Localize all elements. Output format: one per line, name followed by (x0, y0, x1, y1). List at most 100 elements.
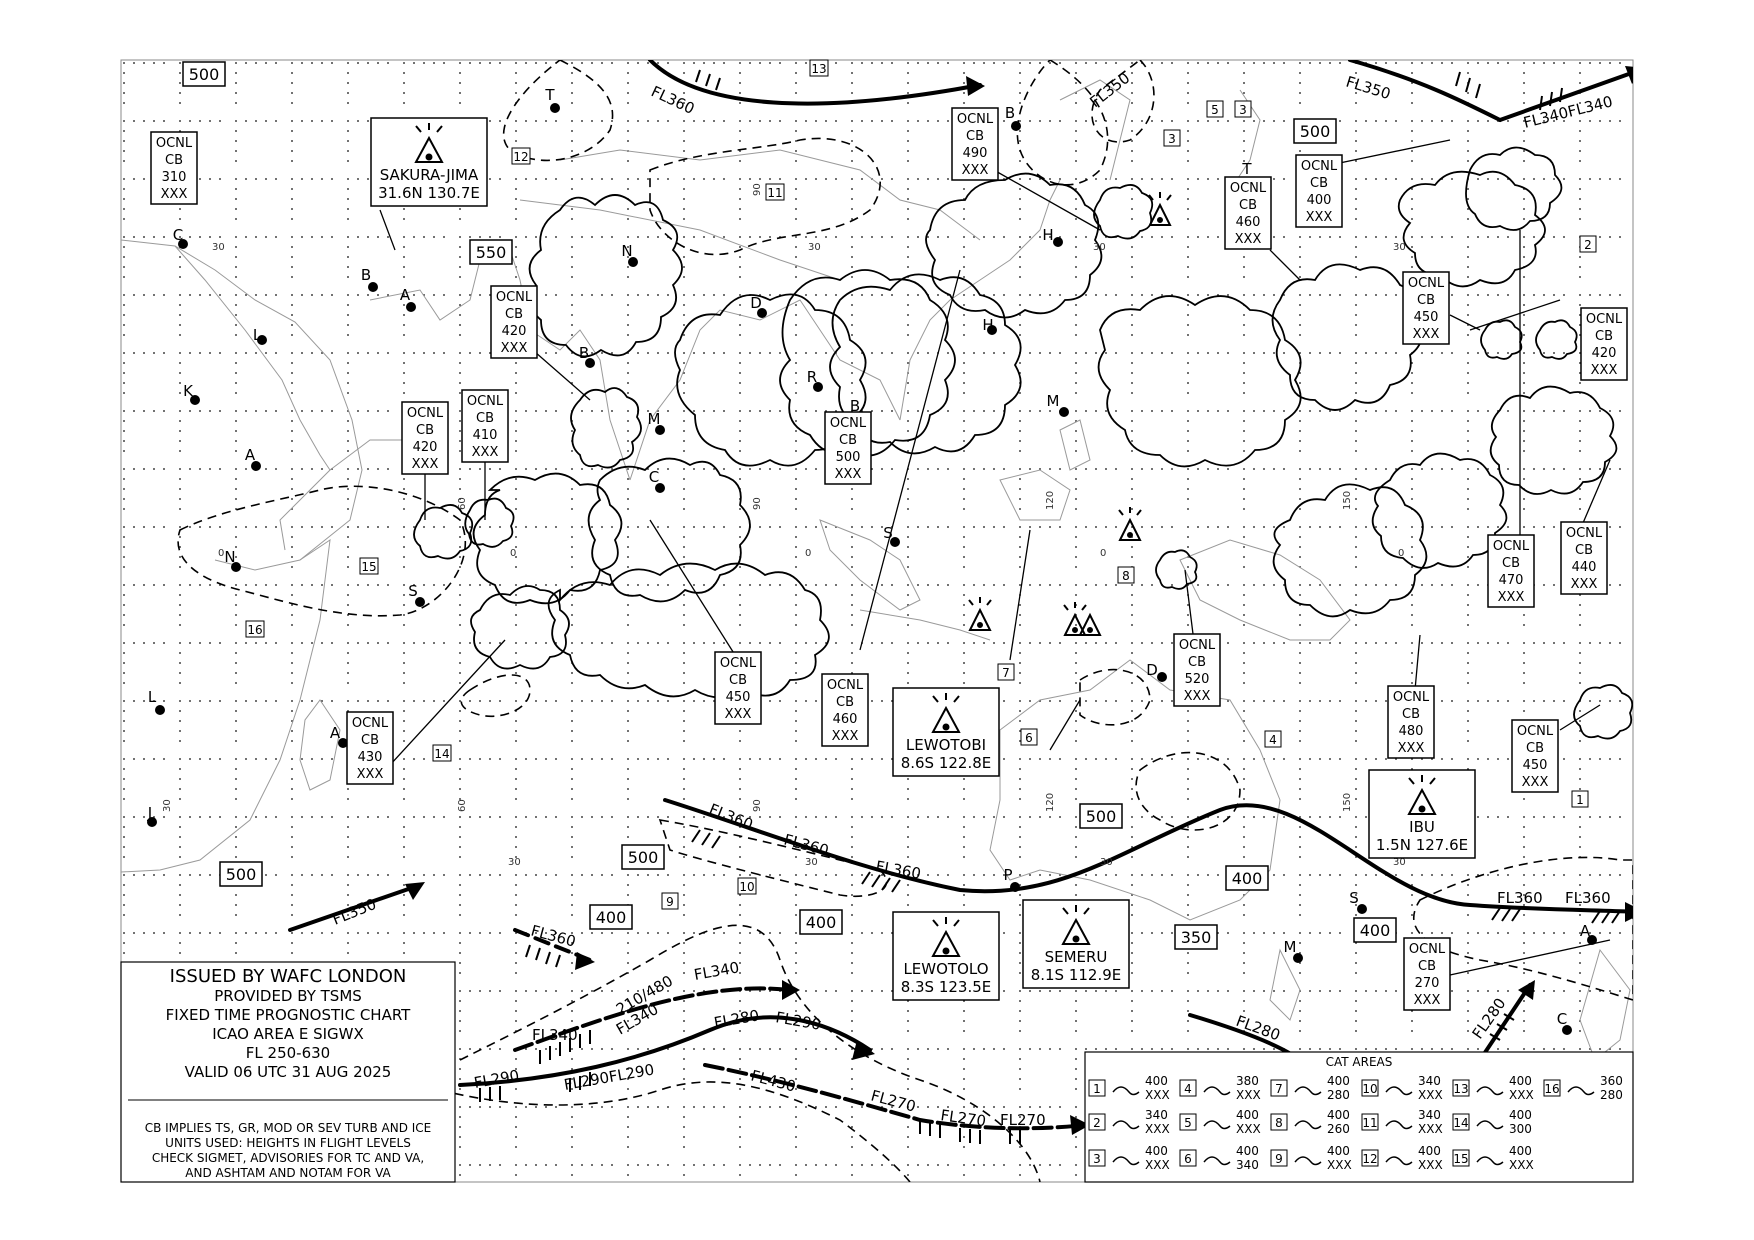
cb-cloud-china (925, 172, 1103, 319)
city-letters: T B C B A N D B M C K A L R B S H H M T … (147, 86, 1591, 1028)
turbulence-icon (1294, 1156, 1322, 1166)
grid-label: 30 (162, 799, 173, 812)
svg-text:XXX: XXX (725, 707, 752, 722)
svg-text:LEWOTOBI: LEWOTOBI (906, 736, 986, 754)
city-label: M (1284, 938, 1297, 956)
turbulence-icon (1203, 1120, 1231, 1130)
cat-area-10 (658, 818, 888, 898)
svg-text:400: 400 (1360, 921, 1391, 940)
cat-id-box: 1 (1571, 790, 1589, 808)
cat-legend-id: 13 (1453, 1082, 1468, 1096)
grid-label: 90 (752, 799, 763, 812)
svg-text:OCNL: OCNL (1301, 159, 1338, 174)
cat-legend-base: 340 (1236, 1158, 1259, 1172)
cat-legend-id: 16 (1544, 1082, 1559, 1096)
svg-text:400: 400 (806, 913, 837, 932)
cat-legend-id: 3 (1093, 1152, 1101, 1166)
svg-text:270: 270 (1415, 976, 1440, 991)
volcano-icon (931, 693, 961, 733)
jet-label: FL360 (1565, 889, 1611, 907)
cat-legend-title: CAT AREAS (1326, 1055, 1393, 1069)
svg-text:XXX: XXX (1414, 993, 1441, 1008)
svg-text:500: 500 (836, 450, 861, 465)
grid-label: 60 (457, 799, 468, 812)
svg-text:520: 520 (1185, 672, 1210, 687)
cat-legend-top: 400 (1327, 1144, 1350, 1158)
svg-text:OCNL: OCNL (1517, 724, 1554, 739)
tropopause-box: 350 (1174, 924, 1218, 950)
tropopause-box: 400 (1225, 865, 1269, 891)
cb-cloud-coral-1 (1272, 483, 1428, 618)
issuer-title: ISSUED BY WAFC LONDON (170, 966, 407, 987)
svg-text:550: 550 (476, 243, 507, 262)
city-label: T (544, 86, 555, 104)
cat-legend-top: 340 (1418, 1074, 1441, 1088)
turbulence-icon (1385, 1086, 1413, 1096)
volcano-box-lewotolo: LEWOTOLO 8.3S 123.5E (892, 911, 1000, 1001)
cat-number-squares: 13 12 11 5 3 3 2 15 16 14 7 6 8 4 1 10 9 (245, 59, 1597, 910)
cb-cloud-tiny-2 (1535, 319, 1578, 360)
cat-legend-base: 260 (1327, 1122, 1350, 1136)
cat-area-3 (1016, 60, 1109, 186)
svg-text:OCNL: OCNL (1230, 181, 1267, 196)
volcano-box-sakura: SAKURA-JIMA 31.6N 130.7E (370, 117, 488, 207)
city-label: B (579, 344, 589, 362)
cat-legend-base: XXX (1145, 1088, 1170, 1102)
tropopause-box: 400 (1353, 917, 1397, 943)
jet-sw-3 (513, 986, 792, 1052)
volcano-icon (1063, 602, 1087, 636)
svg-text:OCNL: OCNL (352, 716, 389, 731)
svg-text:OCNL: OCNL (1179, 638, 1216, 653)
city-label: C (173, 226, 183, 244)
cat-legend-id: 15 (1453, 1152, 1468, 1166)
svg-text:310: 310 (162, 170, 187, 185)
tropopause-box: 500 (1293, 118, 1337, 144)
city-label: H (1042, 226, 1053, 244)
cat-legend: CAT AREAS 1400XXX2340XXX3400XXX4380XXX54… (1084, 1051, 1634, 1183)
cb-cloud-tiny-3 (1573, 684, 1633, 740)
issuer-chart-type: FIXED TIME PROGNOSTIC CHART (166, 1006, 412, 1024)
city-label: H (982, 316, 993, 334)
volcano-icon (1078, 612, 1102, 636)
grid-label: 0 (510, 548, 516, 559)
svg-text:IBU: IBU (1409, 818, 1435, 836)
cb-cloud-small-1 (413, 504, 474, 560)
grid-label: 120 (1045, 491, 1056, 510)
svg-text:CB: CB (476, 411, 494, 426)
volcano-icon (931, 917, 961, 957)
cat-legend-id: 2 (1093, 1116, 1101, 1130)
cat-area-9 (459, 924, 1041, 1182)
svg-text:31.6N 130.7E: 31.6N 130.7E (378, 184, 480, 202)
city-label: S (883, 524, 893, 542)
svg-text:XXX: XXX (357, 767, 384, 782)
jet-streams (288, 60, 1633, 1131)
svg-text:XXX: XXX (835, 467, 862, 482)
jet-se-2 (1478, 983, 1532, 1062)
svg-text:16: 16 (247, 623, 262, 637)
cat-legend-base: XXX (1418, 1122, 1443, 1136)
city-label: C (649, 468, 659, 486)
cat-legend-id: 7 (1275, 1082, 1283, 1096)
cat-legend-base: 280 (1327, 1088, 1350, 1102)
svg-text:CB: CB (361, 733, 379, 748)
cat-legend-id: 11 (1362, 1116, 1377, 1130)
grid-label: 30 (1093, 242, 1106, 253)
cat-area-6 (1079, 668, 1151, 726)
city-label: C (1557, 1010, 1567, 1028)
cb-cloud-tiny-4 (1155, 549, 1198, 590)
svg-text:XXX: XXX (1306, 210, 1333, 225)
cat-area-4 (1135, 751, 1241, 831)
svg-text:OCNL: OCNL (1409, 942, 1446, 957)
jet-arrowheads (405, 66, 1633, 1135)
volcano-icon (414, 123, 444, 163)
cat-legend-base: XXX (1145, 1158, 1170, 1172)
issuer-area: ICAO AREA E SIGWX (212, 1025, 364, 1043)
grid-label: 120 (1045, 793, 1056, 812)
